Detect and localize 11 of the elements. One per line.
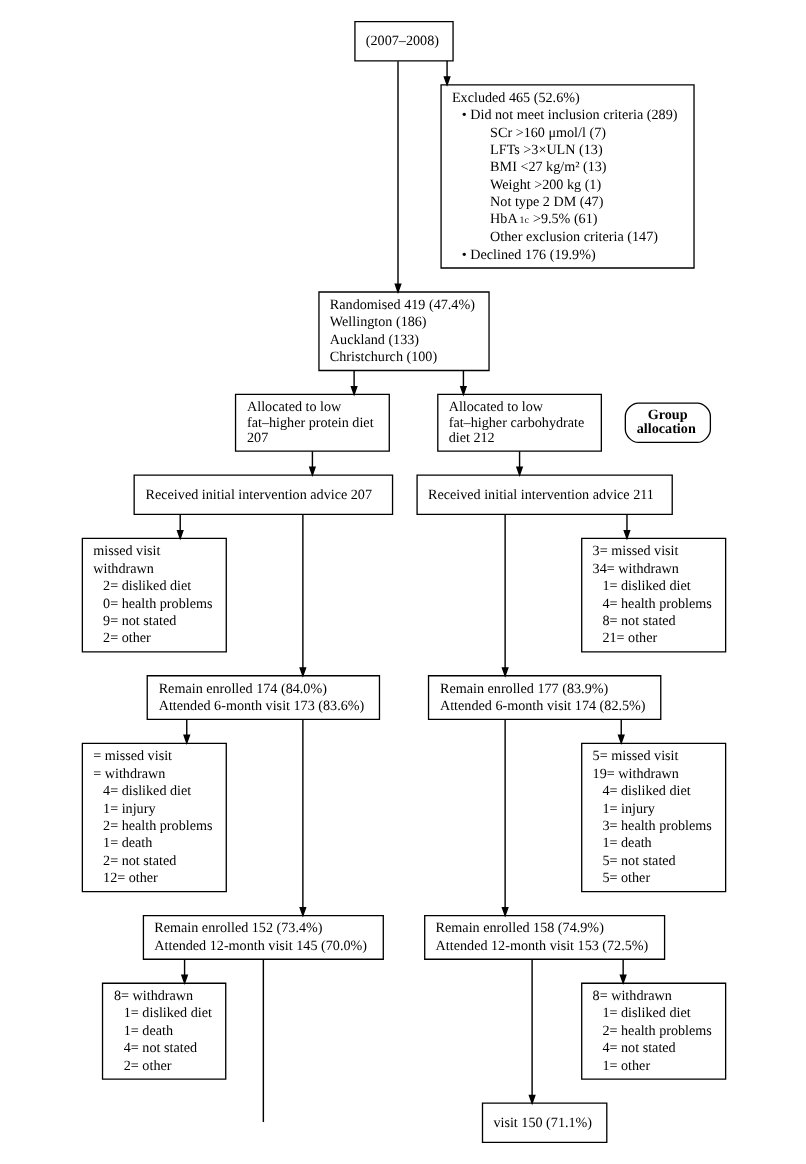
connector [261,958,264,1123]
arrow [500,719,508,918]
arrow [298,719,306,918]
arrow [298,513,306,678]
arrow [618,958,626,986]
arrow [622,513,630,541]
arrow [349,369,357,397]
arrow [393,60,401,294]
arrow [442,60,450,87]
arrow [527,958,535,1106]
arrow [500,513,508,678]
